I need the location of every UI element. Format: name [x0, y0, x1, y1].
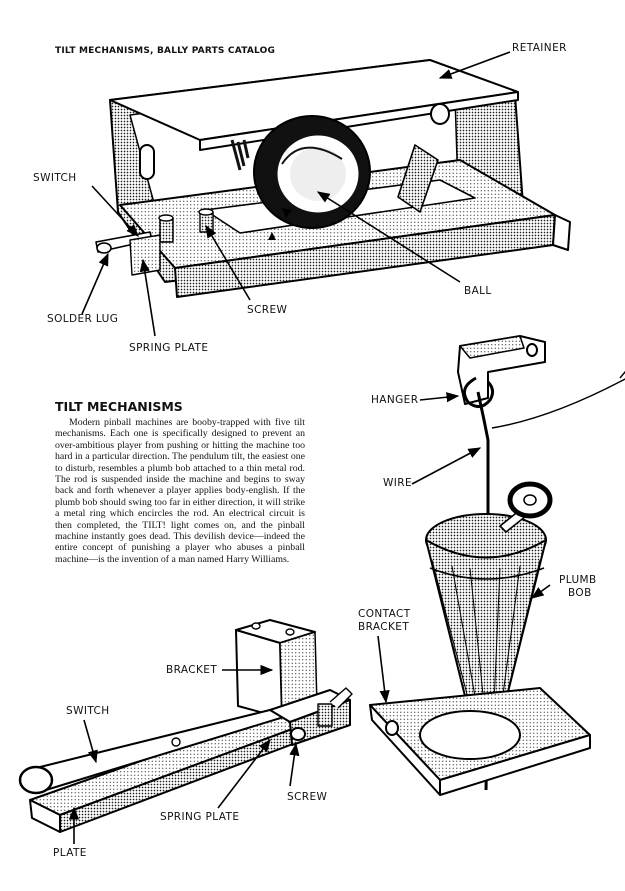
right-leader-lines — [377, 392, 551, 704]
ball-label: BALL — [464, 285, 492, 297]
bob-label: BOB — [568, 587, 592, 599]
bracket-label: BRACKET — [166, 664, 218, 676]
switch-label-bottom: SWITCH — [66, 705, 110, 717]
plumb-bob-drawing — [369, 335, 625, 796]
article-body: Modern pinball machines are booby-trappe… — [55, 417, 305, 565]
contact-bracket-label: BRACKET — [358, 621, 410, 633]
ball-tilt-drawing — [95, 59, 571, 298]
catalog-header: TILT MECHANISMS, BALLY PARTS CATALOG — [55, 46, 276, 56]
top-leader-lines — [81, 51, 511, 337]
bottom-leader-lines — [68, 664, 300, 844]
solder-lug-label: SOLDER LUG — [47, 313, 119, 325]
wire-label: WIRE — [383, 477, 413, 489]
spring-plate-label-top: SPRING PLATE — [129, 342, 209, 354]
plate-label: PLATE — [53, 847, 87, 859]
spring-plate-label-bottom: SPRING PLATE — [160, 811, 240, 823]
plumb-label: PLUMB — [559, 574, 597, 586]
article-title: TILT MECHANISMS — [55, 399, 183, 414]
screw-label-top: SCREW — [247, 304, 288, 316]
screw-label-bottom: SCREW — [287, 791, 328, 803]
retainer-label: RETAINER — [512, 42, 567, 54]
switch-label-top: SWITCH — [33, 172, 77, 184]
hanger-label: HANGER — [371, 394, 419, 406]
contact-label: CONTACT — [358, 608, 411, 620]
